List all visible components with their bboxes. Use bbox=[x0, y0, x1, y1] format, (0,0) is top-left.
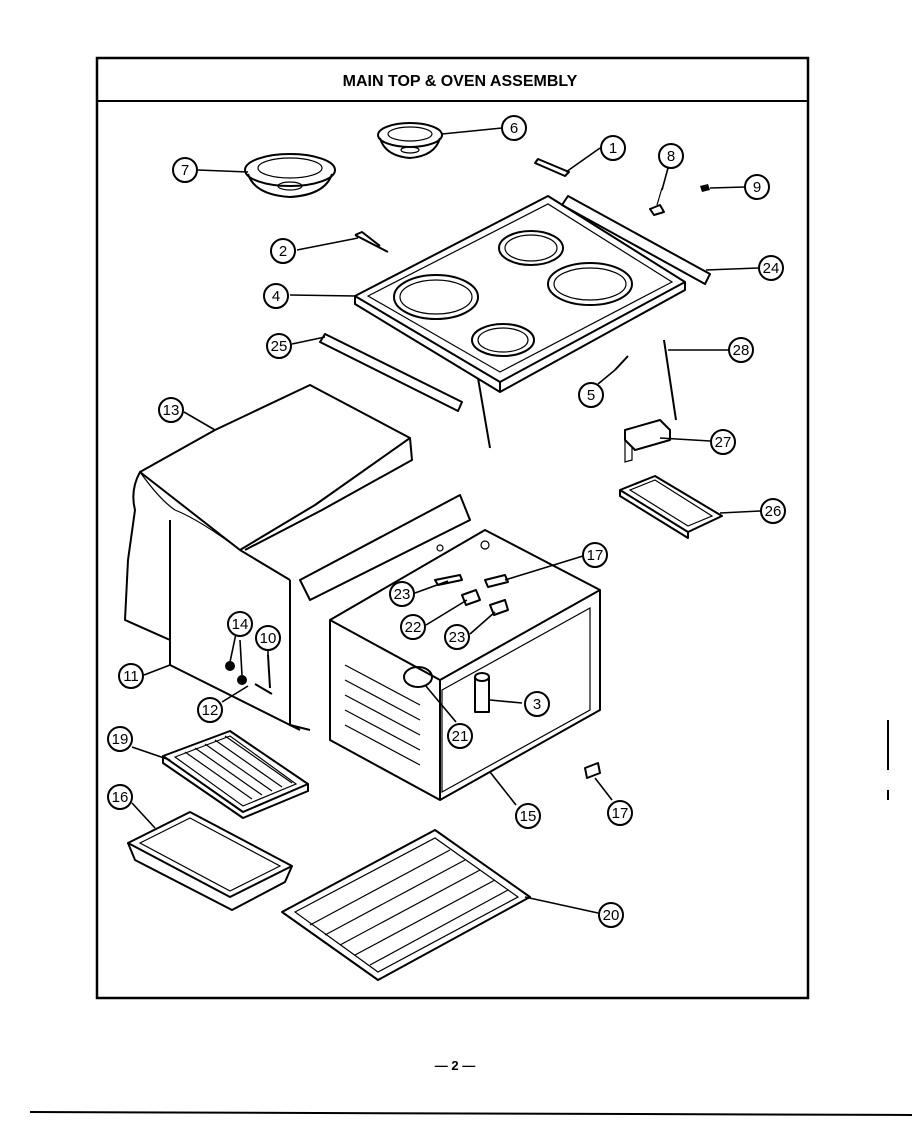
svg-text:12: 12 bbox=[202, 702, 219, 719]
bracket-part-2 bbox=[354, 231, 389, 253]
svg-text:21: 21 bbox=[452, 728, 469, 745]
svg-text:10: 10 bbox=[260, 630, 277, 647]
broiler-grid bbox=[162, 730, 309, 819]
svg-text:27: 27 bbox=[715, 434, 732, 451]
clip-part-17 bbox=[584, 762, 601, 779]
burner-bowl-small bbox=[377, 122, 443, 159]
svg-text:8: 8 bbox=[667, 148, 675, 165]
diagram-frame bbox=[95, 56, 810, 1000]
parts-illustration bbox=[124, 122, 723, 981]
bracket-part-27 bbox=[624, 419, 671, 463]
leader-lines bbox=[131, 127, 761, 914]
callout-19: 19 bbox=[107, 726, 133, 752]
callout-22: 22 bbox=[400, 614, 426, 640]
svg-text:26: 26 bbox=[765, 503, 782, 520]
svg-text:13: 13 bbox=[163, 402, 180, 419]
callout-16: 16 bbox=[107, 784, 133, 810]
callout-27: 27 bbox=[710, 429, 736, 455]
broiler-pan bbox=[127, 811, 293, 911]
page-bottom-rule bbox=[29, 1111, 912, 1116]
svg-text:1: 1 bbox=[609, 140, 617, 157]
svg-text:2: 2 bbox=[279, 243, 287, 260]
nut-part-9 bbox=[700, 184, 710, 192]
tray-part-26 bbox=[619, 475, 723, 539]
clip-part-8 bbox=[649, 204, 665, 216]
svg-text:17: 17 bbox=[612, 805, 629, 822]
callout-17-upper: 17 bbox=[582, 542, 608, 568]
callout-11: 11 bbox=[118, 663, 144, 689]
svg-text:9: 9 bbox=[753, 179, 761, 196]
svg-text:11: 11 bbox=[123, 668, 139, 685]
svg-text:22: 22 bbox=[405, 619, 422, 636]
diagram-title: MAIN TOP & OVEN ASSEMBLY bbox=[343, 73, 578, 90]
svg-text:23: 23 bbox=[449, 629, 466, 646]
spring-part-5 bbox=[614, 355, 629, 371]
svg-text:28: 28 bbox=[733, 342, 750, 359]
svg-text:20: 20 bbox=[603, 907, 620, 924]
svg-text:4: 4 bbox=[272, 288, 280, 305]
callout-7: 7 bbox=[172, 157, 198, 183]
callout-9: 9 bbox=[744, 174, 770, 200]
rod bbox=[477, 377, 491, 449]
callout-23-lower: 23 bbox=[444, 624, 470, 650]
insulation-blanket bbox=[124, 384, 471, 731]
callout-5: 5 bbox=[578, 382, 604, 408]
svg-text:14: 14 bbox=[232, 616, 249, 633]
svg-text:24: 24 bbox=[763, 260, 780, 277]
burner-bowl-large bbox=[244, 153, 336, 198]
callout-6: 6 bbox=[501, 115, 527, 141]
callout-17-lower: 17 bbox=[607, 800, 633, 826]
callout-20: 20 bbox=[598, 902, 624, 928]
callout-2: 2 bbox=[270, 238, 296, 264]
rod-28 bbox=[663, 339, 677, 421]
callout-10: 10 bbox=[255, 625, 281, 651]
svg-text:23: 23 bbox=[394, 586, 411, 603]
svg-text:3: 3 bbox=[533, 696, 541, 713]
page-number: — 2 — bbox=[435, 1058, 475, 1073]
trim-strip-24 bbox=[561, 195, 711, 285]
bracket-part-1 bbox=[534, 158, 570, 177]
svg-text:17: 17 bbox=[587, 547, 604, 564]
svg-text:16: 16 bbox=[112, 789, 129, 806]
callout-3: 3 bbox=[524, 691, 550, 717]
callout-8: 8 bbox=[658, 143, 684, 169]
svg-text:25: 25 bbox=[271, 338, 288, 355]
oven-rack bbox=[281, 829, 531, 981]
svg-text:5: 5 bbox=[587, 387, 595, 404]
trim-strip-25 bbox=[319, 333, 463, 412]
callout-21: 21 bbox=[447, 723, 473, 749]
callout-25: 25 bbox=[266, 333, 292, 359]
oven-cavity bbox=[329, 529, 601, 801]
cooktop bbox=[354, 195, 686, 393]
callout-14: 14 bbox=[227, 611, 253, 637]
callout-4: 4 bbox=[263, 283, 289, 309]
callout-23-upper: 23 bbox=[389, 581, 415, 607]
callout-26: 26 bbox=[760, 498, 786, 524]
svg-text:7: 7 bbox=[181, 162, 189, 179]
svg-text:15: 15 bbox=[520, 808, 537, 825]
callout-28: 28 bbox=[728, 337, 754, 363]
fasteners bbox=[225, 654, 273, 695]
callout-1: 1 bbox=[600, 135, 626, 161]
svg-text:6: 6 bbox=[510, 120, 518, 137]
callout-15: 15 bbox=[515, 803, 541, 829]
svg-text:19: 19 bbox=[112, 731, 129, 748]
callout-12: 12 bbox=[197, 697, 223, 723]
callout-24: 24 bbox=[758, 255, 784, 281]
callout-13: 13 bbox=[158, 397, 184, 423]
